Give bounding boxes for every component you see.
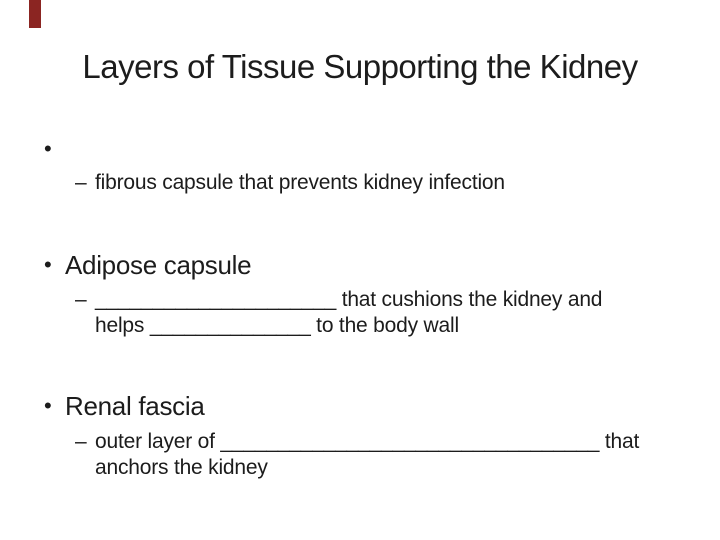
- sub-bullet-line: _____________________ that cushions the …: [95, 288, 603, 311]
- sub-bullet-line: helps ______________ to the body wall: [95, 314, 459, 337]
- dash-icon: –: [75, 171, 87, 194]
- dash-icon: –: [75, 430, 87, 453]
- bullet-icon: •: [44, 136, 52, 161]
- slide-title: Layers of Tissue Supporting the Kidney: [82, 48, 638, 85]
- sub-bullet-item: – fibrous capsule that prevents kidney i…: [75, 170, 695, 196]
- sub-bullet-item: – outer layer of _______________________…: [75, 429, 695, 481]
- sub-bullet-line: anchors the kidney: [95, 456, 268, 479]
- bullet-label: Adipose capsule: [65, 250, 252, 280]
- bullet-icon: •: [44, 252, 52, 277]
- dash-icon: –: [75, 288, 87, 311]
- bullet-icon: •: [44, 393, 52, 418]
- bullet-item: •: [44, 132, 65, 166]
- sub-bullet-line: outer layer of _________________________…: [95, 430, 640, 453]
- bullet-item: • Renal fascia: [44, 389, 205, 423]
- bullet-label: Renal fascia: [65, 391, 205, 421]
- bullet-item: • Adipose capsule: [44, 248, 252, 282]
- sub-bullet-item: – _____________________ that cushions th…: [75, 287, 695, 339]
- sub-bullet-line: fibrous capsule that prevents kidney inf…: [95, 171, 505, 194]
- accent-mark: [29, 0, 41, 28]
